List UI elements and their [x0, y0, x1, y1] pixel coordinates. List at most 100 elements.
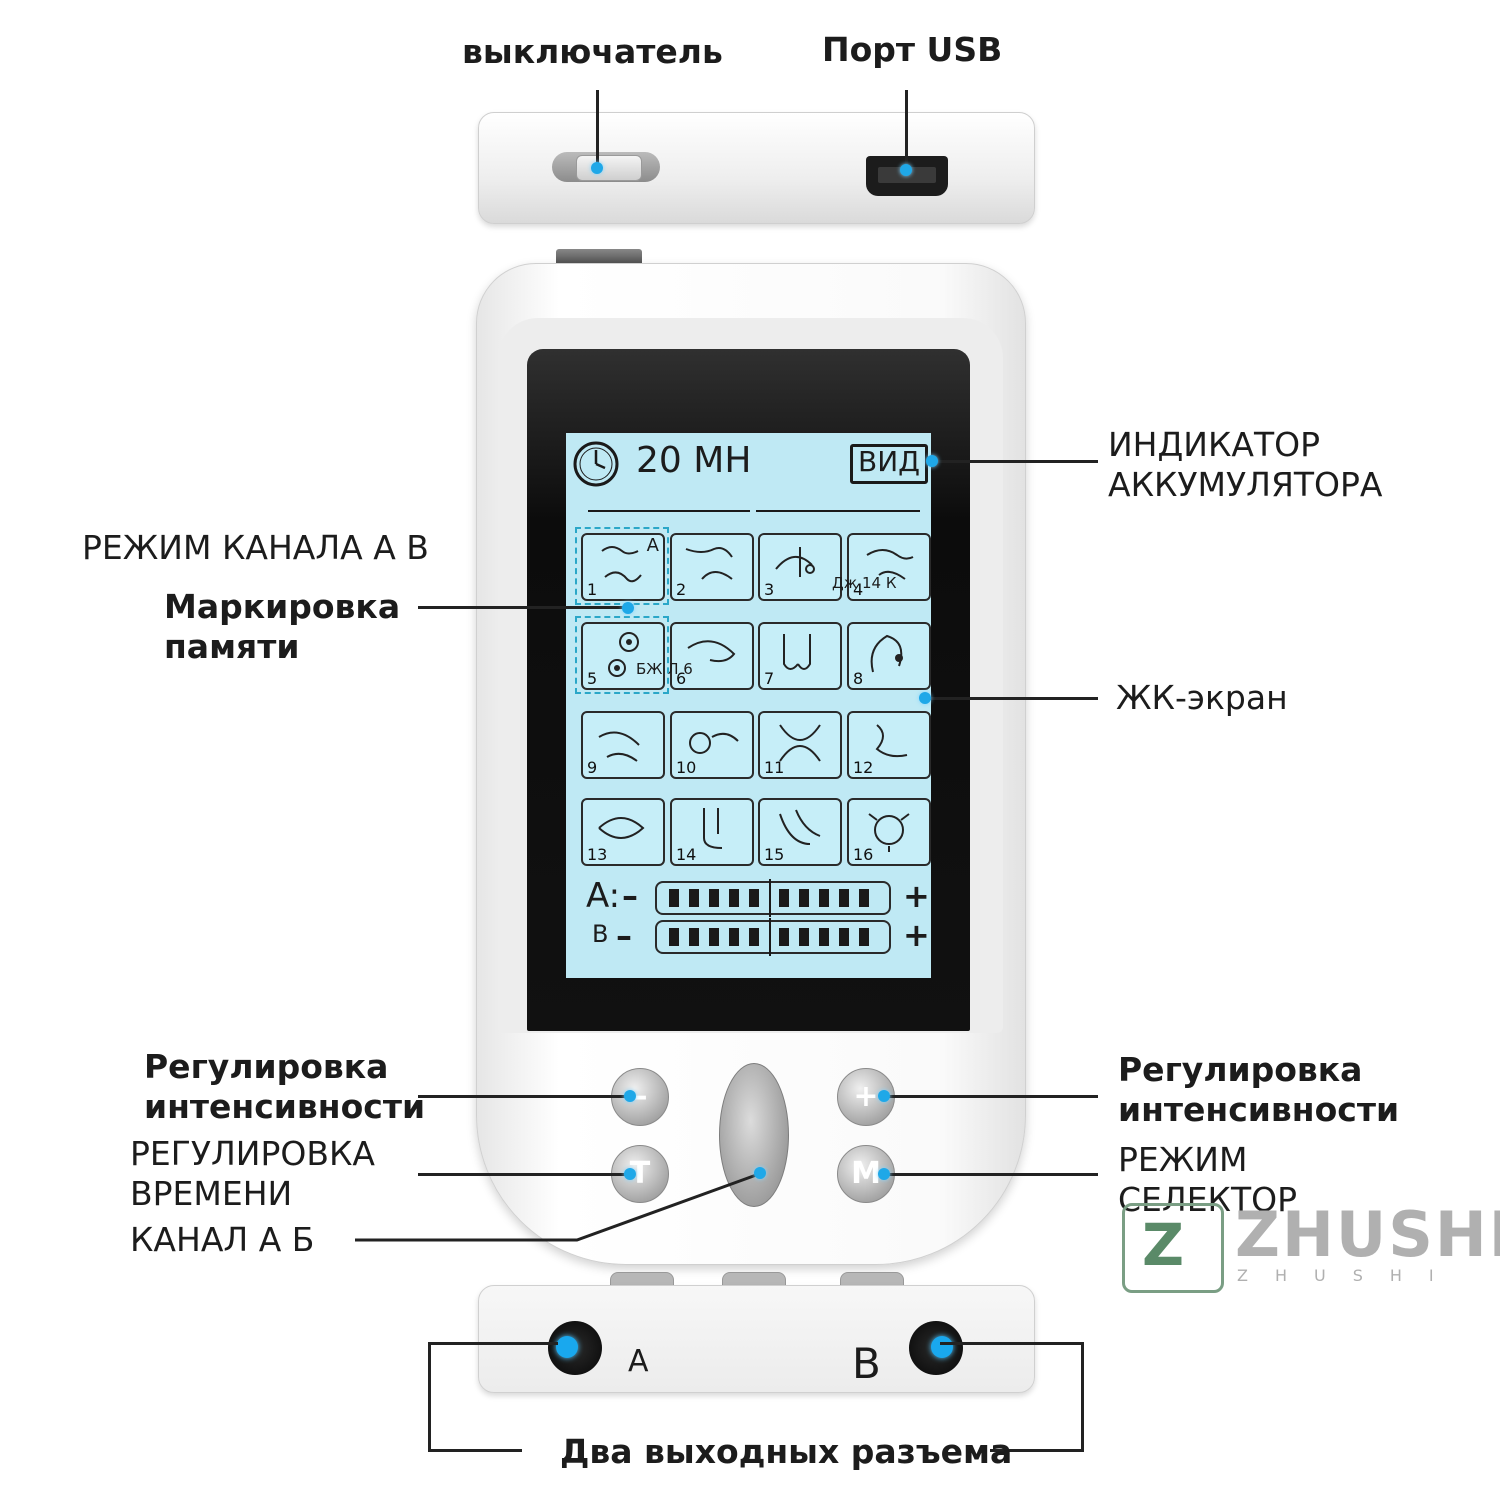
intensity-segment [859, 928, 869, 946]
tile-number: 10 [676, 758, 697, 777]
program-tile-16[interactable]: 16 [847, 798, 931, 866]
battery-label-line2: АККУМУЛЯТОРА [1108, 465, 1383, 504]
program-tile-13[interactable]: 13 [581, 798, 665, 866]
intensity-segment [799, 928, 809, 946]
brand-logo-mark: Z [1142, 1211, 1185, 1279]
intensity-segment [669, 928, 679, 946]
tile-number: 15 [764, 845, 785, 864]
time-adjust-label-line1: РЕГУЛИРОВКА [130, 1134, 376, 1173]
program-tile-1[interactable]: 1 A [581, 533, 665, 601]
memory-marker-dot [622, 602, 634, 614]
hand-press-icon [685, 547, 733, 580]
hand-rub-icon [598, 731, 640, 762]
channel-a-plus: + [903, 877, 930, 915]
channel-a-label: A: [586, 876, 621, 916]
back-massage-icon [779, 724, 821, 762]
face-massage-icon [598, 817, 645, 839]
intensity-segment [839, 928, 849, 946]
mode-glyph: M [851, 1156, 881, 1191]
plus-icon: + [853, 1079, 879, 1114]
program-tile-5[interactable]: 5 [581, 622, 665, 690]
tile-number: 7 [764, 669, 775, 688]
channel-a-intensity-bar [655, 879, 891, 917]
brand-name: ZHUSHI [1235, 1198, 1500, 1271]
output-a-leader-bottom [428, 1449, 522, 1452]
tile-number: 13 [587, 845, 608, 864]
intensity-segment [839, 889, 849, 907]
intensity-segment [749, 928, 759, 946]
mode-selector-label-line2: СЕЛЕКТОР [1118, 1180, 1298, 1219]
time-button[interactable]: T [611, 1145, 669, 1203]
output-b-leader-vertical [1081, 1342, 1084, 1452]
hands-massage-icon [601, 546, 642, 583]
tile-3-overlay-text: Дж 14 К [832, 574, 897, 592]
program-tile-14[interactable]: 14 [670, 798, 754, 866]
tile-number: 2 [676, 580, 687, 599]
intensity-segment [729, 928, 739, 946]
program-tile-6[interactable]: 6 [670, 622, 754, 690]
outputs-label: Два выходных разъема [560, 1432, 1013, 1471]
channel-mode-label: РЕЖИМ КАНАЛА А В [82, 528, 429, 567]
memory-label-line1: Маркировка [164, 587, 401, 626]
head-massage-icon [689, 732, 739, 754]
output-jack-b-core [931, 1336, 953, 1358]
program-tile-3[interactable]: 3 [758, 533, 842, 601]
mode-selector-leader-line [880, 1173, 1098, 1176]
memory-selection-frame [575, 616, 669, 694]
program-tile-15[interactable]: 15 [758, 798, 842, 866]
tile-number: 16 [853, 845, 874, 864]
intensity-segment [779, 889, 789, 907]
lcd-label: ЖК-экран [1116, 678, 1288, 717]
program-tile-2[interactable]: 2 [670, 533, 754, 601]
arm-stroke-icon [687, 640, 736, 663]
top-switch-edge [556, 249, 642, 267]
channel-ab-marker-dot [754, 1167, 766, 1179]
tile-number: 14 [676, 845, 697, 864]
output-a-leader-vertical [428, 1342, 431, 1452]
channel-b-minus: – [616, 917, 632, 955]
intensity-segment [779, 928, 789, 946]
program-tile-7[interactable]: 7 [758, 622, 842, 690]
channel-ab-leader-line [355, 1172, 760, 1242]
usb-label: Порт USB [822, 30, 1003, 69]
program-tile-8[interactable]: 8 [847, 622, 931, 690]
usb-marker-dot [900, 164, 912, 176]
switch-label: выключатель [462, 32, 723, 71]
jack-a-label: A [628, 1344, 649, 1379]
battery-marker-dot [926, 455, 938, 467]
output-b-leader-bottom [990, 1449, 1084, 1452]
channel-a-minus: – [622, 877, 638, 915]
channel-b-label: B [592, 920, 609, 948]
program-tile-10[interactable]: 10 [670, 711, 754, 779]
tile-number: 8 [853, 669, 864, 688]
jack-b-label: B [852, 1339, 881, 1388]
memory-label-line2: памяти [164, 627, 300, 666]
mode-selector-label-line1: РЕЖИМ [1118, 1140, 1248, 1179]
wrist-icon [866, 549, 914, 580]
program-tile-11[interactable]: 11 [758, 711, 842, 779]
eye-points-icon [608, 632, 639, 677]
time-adjust-marker-dot [624, 1168, 636, 1180]
memory-leader-line [418, 606, 626, 609]
lcd-leader-line [930, 697, 1098, 700]
intensity-segment [859, 889, 869, 907]
tile-number: 3 [764, 580, 775, 599]
time-adjust-leader-line [418, 1173, 628, 1176]
intensity-right-marker-dot [878, 1090, 890, 1102]
tile-number: 6 [676, 669, 687, 688]
intensity-segment [729, 889, 739, 907]
intensity-segment [709, 928, 719, 946]
channel-b-intensity-bar [655, 918, 891, 956]
lcd-screen [566, 433, 931, 978]
program-tile-12[interactable]: 12 [847, 711, 931, 779]
program-tile-9[interactable]: 9 [581, 711, 665, 779]
output-a-leader-top [428, 1342, 558, 1345]
battery-leader-line [933, 460, 1098, 463]
program-tile-4[interactable]: 4 [847, 533, 931, 601]
channel-a-selection-frame [575, 527, 669, 605]
power-switch-knob[interactable] [576, 155, 642, 181]
intensity-left-marker-dot [624, 1090, 636, 1102]
channel-ab-label: КАНАЛ А Б [130, 1220, 315, 1259]
intensity-left-leader-line [418, 1095, 628, 1098]
foot-massage-icon [779, 809, 821, 845]
